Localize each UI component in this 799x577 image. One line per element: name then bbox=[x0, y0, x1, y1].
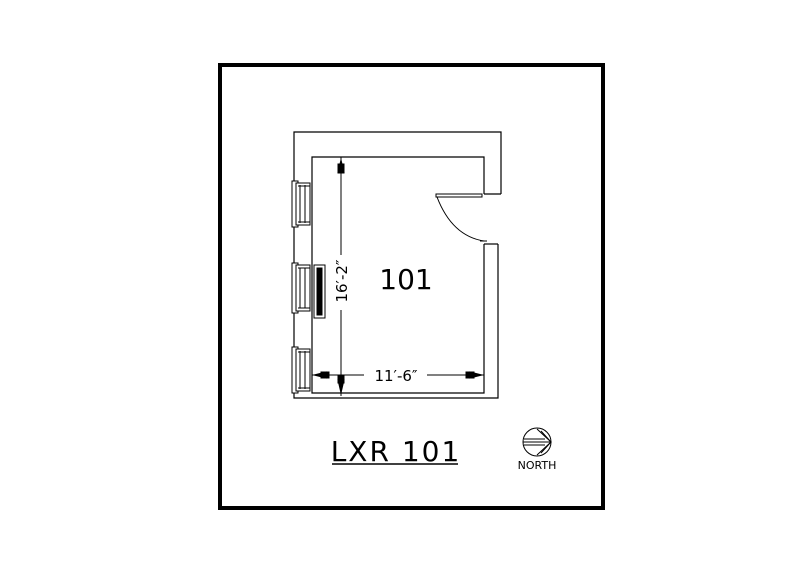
door-swing-arc bbox=[436, 196, 485, 242]
door bbox=[435, 193, 487, 242]
window-2 bbox=[291, 262, 311, 314]
drawing-title: LXR 101 bbox=[331, 435, 462, 468]
inner-wall bbox=[311, 156, 485, 394]
door-leaf bbox=[435, 193, 483, 198]
sheet-frame bbox=[218, 63, 605, 510]
radiator bbox=[313, 264, 326, 319]
north-label: NORTH bbox=[518, 459, 557, 472]
horizontal-dimension bbox=[312, 371, 484, 379]
window-1 bbox=[291, 180, 311, 228]
horizontal-dimension-label: 11′-6″ bbox=[374, 367, 417, 385]
vertical-dimension-label: 16′-2″ bbox=[333, 259, 351, 302]
north-arrow-icon bbox=[522, 427, 552, 457]
room-number: 101 bbox=[379, 263, 432, 296]
vertical-dimension bbox=[337, 157, 345, 396]
window-3 bbox=[291, 346, 311, 394]
windows bbox=[291, 180, 311, 394]
